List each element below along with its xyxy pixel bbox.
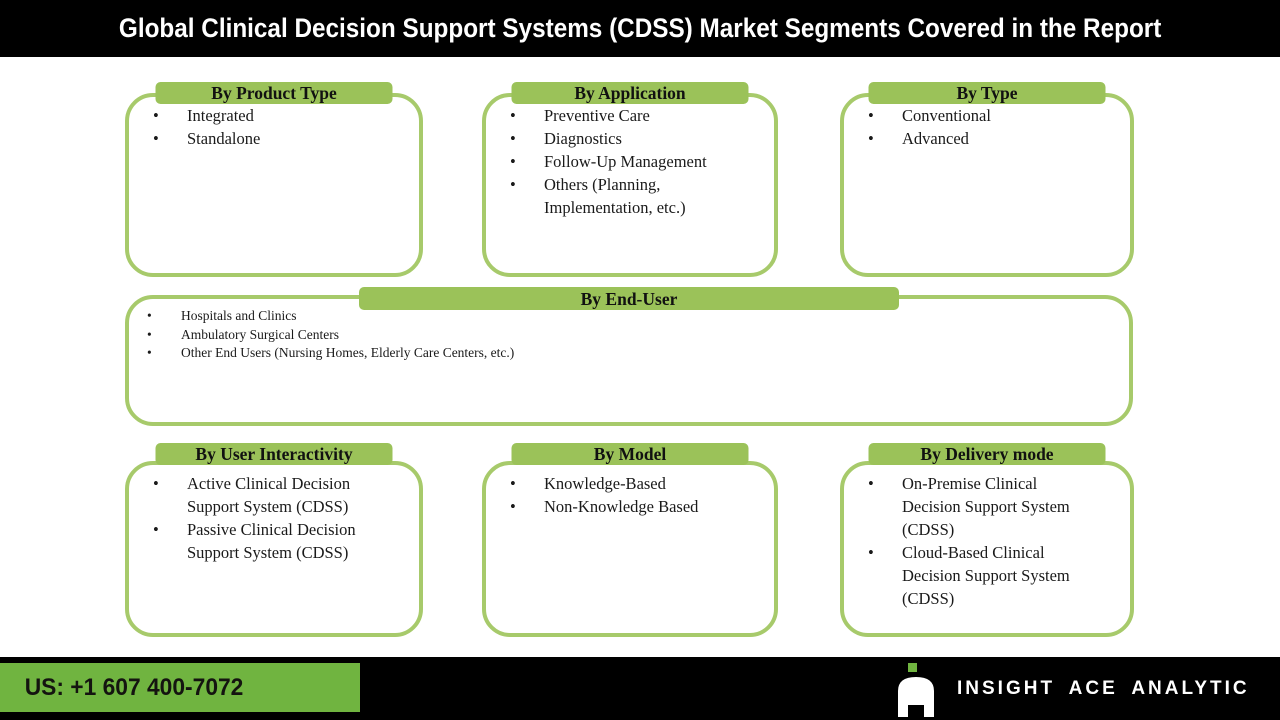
list-item: Conventional (844, 104, 1124, 127)
segment-item-list: On-Premise Clinical Decision Support Sys… (844, 465, 1130, 610)
list-item: Other End Users (Nursing Homes, Elderly … (129, 344, 1123, 363)
segment-header-label: By Type (956, 83, 1018, 103)
segment-item-list: Knowledge-Based Non-Knowledge Based (486, 465, 774, 518)
segment-header-type: By Type (868, 82, 1106, 104)
segment-header-label: By Application (574, 83, 686, 103)
list-item: Non-Knowledge Based (486, 495, 768, 518)
phone-number: US: +1 607 400-7072 (24, 673, 244, 701)
list-item: Hospitals and Clinics (129, 307, 1123, 326)
segment-box-user-interactivity: By User Interactivity Active Clinical De… (125, 443, 423, 637)
segment-header-delivery-mode: By Delivery mode (868, 443, 1106, 465)
list-item: Standalone (129, 127, 413, 150)
segment-box-type: By Type Conventional Advanced (840, 82, 1134, 277)
list-item: Diagnostics (486, 127, 768, 150)
list-item: Ambulatory Surgical Centers (129, 326, 1123, 345)
list-item: Active Clinical Decision Support System … (129, 472, 413, 518)
list-item: On-Premise Clinical Decision Support Sys… (844, 472, 1124, 541)
segment-header-label: By End-User (580, 288, 678, 309)
list-item: Passive Clinical Decision Support System… (129, 518, 413, 564)
segment-box-model: By Model Knowledge-Based Non-Knowledge B… (482, 443, 778, 637)
list-item: Knowledge-Based (486, 472, 768, 495)
segment-box-application: By Application Preventive Care Diagnosti… (482, 82, 778, 277)
brand-block: INSIGHT ACE ANALYTIC (893, 657, 1250, 720)
page-title: Global Clinical Decision Support Systems… (118, 13, 1162, 43)
list-item: Preventive Care (486, 104, 768, 127)
insight-ace-logo-icon (898, 662, 934, 717)
segment-header-label: By Delivery mode (920, 444, 1054, 464)
segment-item-list: Hospitals and Clinics Ambulatory Surgica… (129, 299, 1129, 363)
segment-header-label: By Model (593, 444, 667, 464)
title-bar: Global Clinical Decision Support Systems… (0, 0, 1280, 57)
phone-banner: US: +1 607 400-7072 (0, 663, 360, 712)
segment-item-list: Integrated Standalone (129, 97, 419, 150)
segment-header-model: By Model (511, 443, 749, 465)
brand-name: INSIGHT ACE ANALYTIC (957, 677, 1250, 699)
segment-header-product-type: By Product Type (155, 82, 393, 104)
segment-box-delivery-mode: By Delivery mode On-Premise Clinical Dec… (840, 443, 1134, 637)
segment-item-list: Conventional Advanced (844, 97, 1130, 150)
segment-header-label: By Product Type (211, 83, 337, 103)
segment-box-end-user: By End-User Hospitals and Clinics Ambula… (125, 287, 1133, 426)
segment-header-end-user: By End-User (359, 287, 899, 310)
segment-header-application: By Application (511, 82, 749, 104)
segment-item-list: Active Clinical Decision Support System … (129, 465, 419, 564)
list-item: Follow-Up Management (486, 150, 768, 173)
list-item: Integrated (129, 104, 413, 127)
segment-header-label: By User Interactivity (195, 444, 353, 464)
list-item: Cloud-Based Clinical Decision Support Sy… (844, 541, 1124, 610)
list-item: Advanced (844, 127, 1124, 150)
footer-bar: US: +1 607 400-7072 INSIGHT ACE ANALYTIC (0, 657, 1280, 720)
segment-header-user-interactivity: By User Interactivity (155, 443, 393, 465)
segment-box-product-type: By Product Type Integrated Standalone (125, 82, 423, 277)
list-item: Others (Planning, Implementation, etc.) (486, 173, 768, 219)
segment-item-list: Preventive Care Diagnostics Follow-Up Ma… (486, 97, 774, 219)
